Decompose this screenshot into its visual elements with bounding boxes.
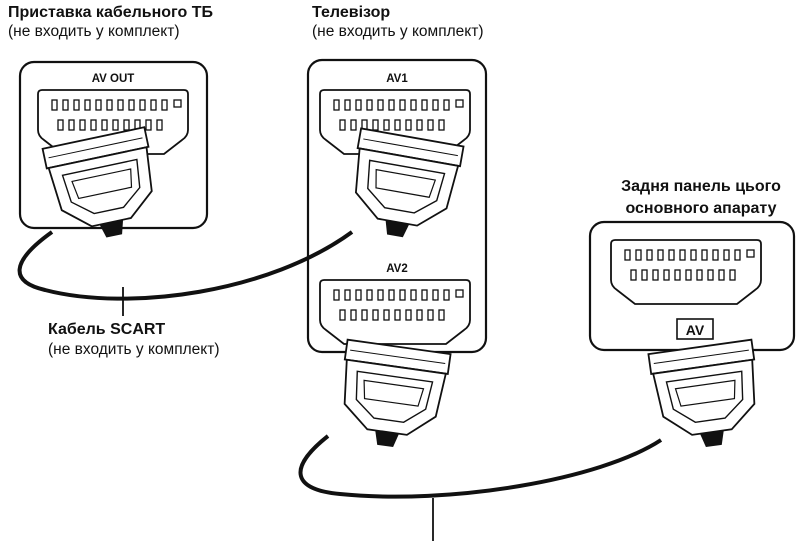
tv-av2-scart-socket <box>319 279 471 345</box>
cable-box-title: Приставка кабельного ТБ <box>8 4 213 21</box>
tv-port1-label: AV1 <box>386 73 408 85</box>
cable-box-port-label: AV OUT <box>92 73 135 85</box>
cable-title: Кабель SCART <box>48 321 165 338</box>
tv-port2-label: AV2 <box>386 263 408 275</box>
tv-subtitle: (не входить у комплект) <box>312 23 483 40</box>
tv-av2-scart-plug <box>332 338 452 455</box>
main-unit-title-line1: Задня панель цього <box>621 178 781 195</box>
cable-subtitle: (не входить у комплект) <box>48 341 219 358</box>
scart-cable-top <box>17 230 354 301</box>
scart-cable-bottom <box>298 434 663 499</box>
cable-box-subtitle: (не входить у комплект) <box>8 23 179 40</box>
main-unit-scart-plug <box>647 338 767 455</box>
main-unit-scart-socket <box>610 239 762 305</box>
tv-title: Телевізор <box>312 4 390 21</box>
main-unit-port-label: AV <box>686 322 705 338</box>
main-unit-port-label-box <box>676 318 714 340</box>
main-unit-title-line2: основного апарату <box>625 200 776 217</box>
